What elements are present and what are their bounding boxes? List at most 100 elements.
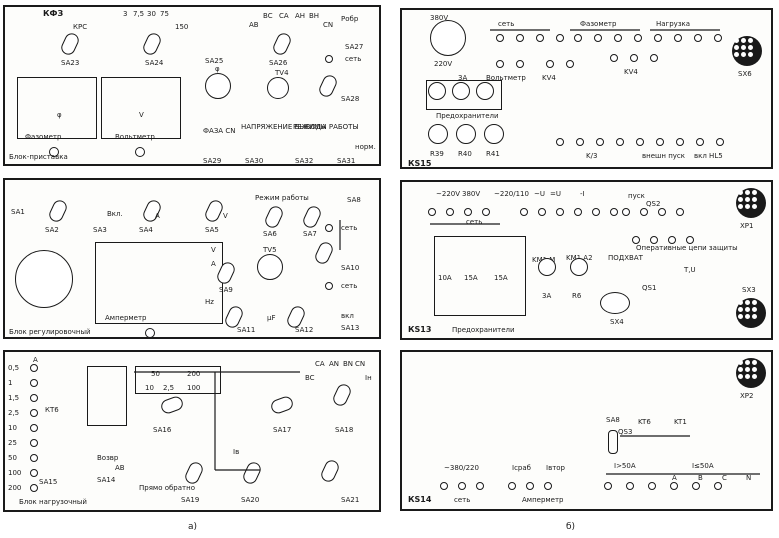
socket-phasemeter[interactable]	[634, 34, 642, 42]
scale-socket[interactable]	[30, 409, 38, 417]
scale-socket[interactable]	[30, 394, 38, 402]
socket-ks15-bottom[interactable]	[636, 138, 644, 146]
socket-voltmeter[interactable]	[516, 60, 524, 68]
connector-pin	[752, 204, 757, 209]
socket-pusk[interactable]	[658, 208, 666, 216]
scale-socket[interactable]	[30, 439, 38, 447]
label-isrb: Iсраб	[512, 464, 531, 472]
scale-socket[interactable]	[30, 454, 38, 462]
socket-amp[interactable]	[544, 482, 552, 490]
label-kv4n: KV4	[624, 68, 638, 76]
socket-kv4[interactable]	[546, 60, 554, 68]
socket-load[interactable]	[714, 34, 722, 42]
socket-phasemeter[interactable]	[614, 34, 622, 42]
socket-kv4n[interactable]	[630, 54, 638, 62]
socket-set-b3[interactable]	[476, 482, 484, 490]
socket-kv4n[interactable]	[650, 54, 658, 62]
socket-ks15-bottom[interactable]	[576, 138, 584, 146]
socket-ks15-bottom[interactable]	[716, 138, 724, 146]
socket-i-load[interactable]	[648, 482, 656, 490]
label-hz: Нz	[205, 298, 214, 306]
scale-socket[interactable]	[30, 469, 38, 477]
socket-ks15-bottom[interactable]	[596, 138, 604, 146]
connector-pin	[738, 197, 743, 202]
socket-i-load[interactable]	[692, 482, 700, 490]
scale-label: 25	[8, 439, 17, 447]
socket-i[interactable]	[592, 208, 600, 216]
zero-adj-1[interactable]	[49, 147, 59, 157]
socket-set-b3[interactable]	[440, 482, 448, 490]
socket-u[interactable]	[538, 208, 546, 216]
socket-i-load[interactable]	[626, 482, 634, 490]
socket-kv4n[interactable]	[610, 54, 618, 62]
socket-power[interactable]	[446, 208, 454, 216]
socket-load[interactable]	[694, 34, 702, 42]
socket-set[interactable]	[556, 34, 564, 42]
scale-socket[interactable]	[30, 364, 38, 372]
socket-power[interactable]	[428, 208, 436, 216]
fuse[interactable]	[452, 82, 470, 100]
rheostat-r39[interactable]	[428, 124, 448, 144]
label-i-gt-50: I>50А	[614, 462, 636, 470]
socket-oper[interactable]	[650, 236, 658, 244]
socket-i[interactable]	[574, 208, 582, 216]
socket-pusk[interactable]	[676, 208, 684, 216]
socket-kv4[interactable]	[566, 60, 574, 68]
socket-i-load[interactable]	[714, 482, 722, 490]
qs3-switch[interactable]	[608, 430, 618, 454]
socket-set[interactable]	[536, 34, 544, 42]
label-vkl2: вкл	[341, 312, 354, 320]
socket-ks15-bottom[interactable]	[656, 138, 664, 146]
socket-u[interactable]	[520, 208, 528, 216]
socket-set-b3[interactable]	[458, 482, 466, 490]
knob-tv5[interactable]	[257, 254, 283, 280]
rheostat-r40[interactable]	[456, 124, 476, 144]
socket-amp[interactable]	[526, 482, 534, 490]
socket-i-load[interactable]	[604, 482, 612, 490]
connector-pin	[752, 300, 757, 305]
knob-tv4[interactable]	[267, 77, 289, 99]
connector-pin	[748, 45, 753, 50]
connector-pin	[745, 367, 750, 372]
socket-load[interactable]	[654, 34, 662, 42]
socket-pusk[interactable]	[640, 208, 648, 216]
connector-sx4[interactable]	[600, 292, 630, 314]
zero-adj-3[interactable]	[145, 328, 155, 338]
socket-power[interactable]	[482, 208, 490, 216]
socket-amp[interactable]	[508, 482, 516, 490]
socket-phasemeter[interactable]	[594, 34, 602, 42]
socket-set[interactable]	[496, 34, 504, 42]
connector-pin	[738, 314, 743, 319]
socket-oper[interactable]	[632, 236, 640, 244]
socket-i[interactable]	[610, 208, 618, 216]
rheostat-r41[interactable]	[484, 124, 504, 144]
fuse[interactable]	[428, 82, 446, 100]
socket-ks15-bottom[interactable]	[676, 138, 684, 146]
socket-load[interactable]	[674, 34, 682, 42]
socket-ks15-bottom[interactable]	[696, 138, 704, 146]
socket-u[interactable]	[556, 208, 564, 216]
zero-adj-2[interactable]	[135, 147, 145, 157]
rheostat-r6[interactable]	[570, 258, 588, 276]
sa28-label: SA28	[341, 95, 360, 103]
socket-voltmeter[interactable]	[496, 60, 504, 68]
range-table	[135, 366, 221, 394]
panel-regulirovochny: SA1 SA2 Вкл. SA3 SA4 А SA5 V Режим работ…	[3, 178, 381, 339]
scale-socket[interactable]	[30, 379, 38, 387]
socket-ks15-bottom[interactable]	[556, 138, 564, 146]
fuse[interactable]	[476, 82, 494, 100]
rng-10: 10	[145, 384, 154, 392]
socket-i-load[interactable]	[670, 482, 678, 490]
socket-ks15-bottom[interactable]	[616, 138, 624, 146]
socket-set[interactable]	[516, 34, 524, 42]
knob-phi[interactable]	[205, 73, 231, 99]
fuse-km1[interactable]	[538, 258, 556, 276]
voltage-dial[interactable]	[430, 20, 466, 56]
socket-pusk[interactable]	[622, 208, 630, 216]
socket-oper[interactable]	[668, 236, 676, 244]
socket-power[interactable]	[464, 208, 472, 216]
socket-phasemeter[interactable]	[574, 34, 582, 42]
scale-socket[interactable]	[30, 424, 38, 432]
scale-socket[interactable]	[30, 484, 38, 492]
socket-oper[interactable]	[686, 236, 694, 244]
